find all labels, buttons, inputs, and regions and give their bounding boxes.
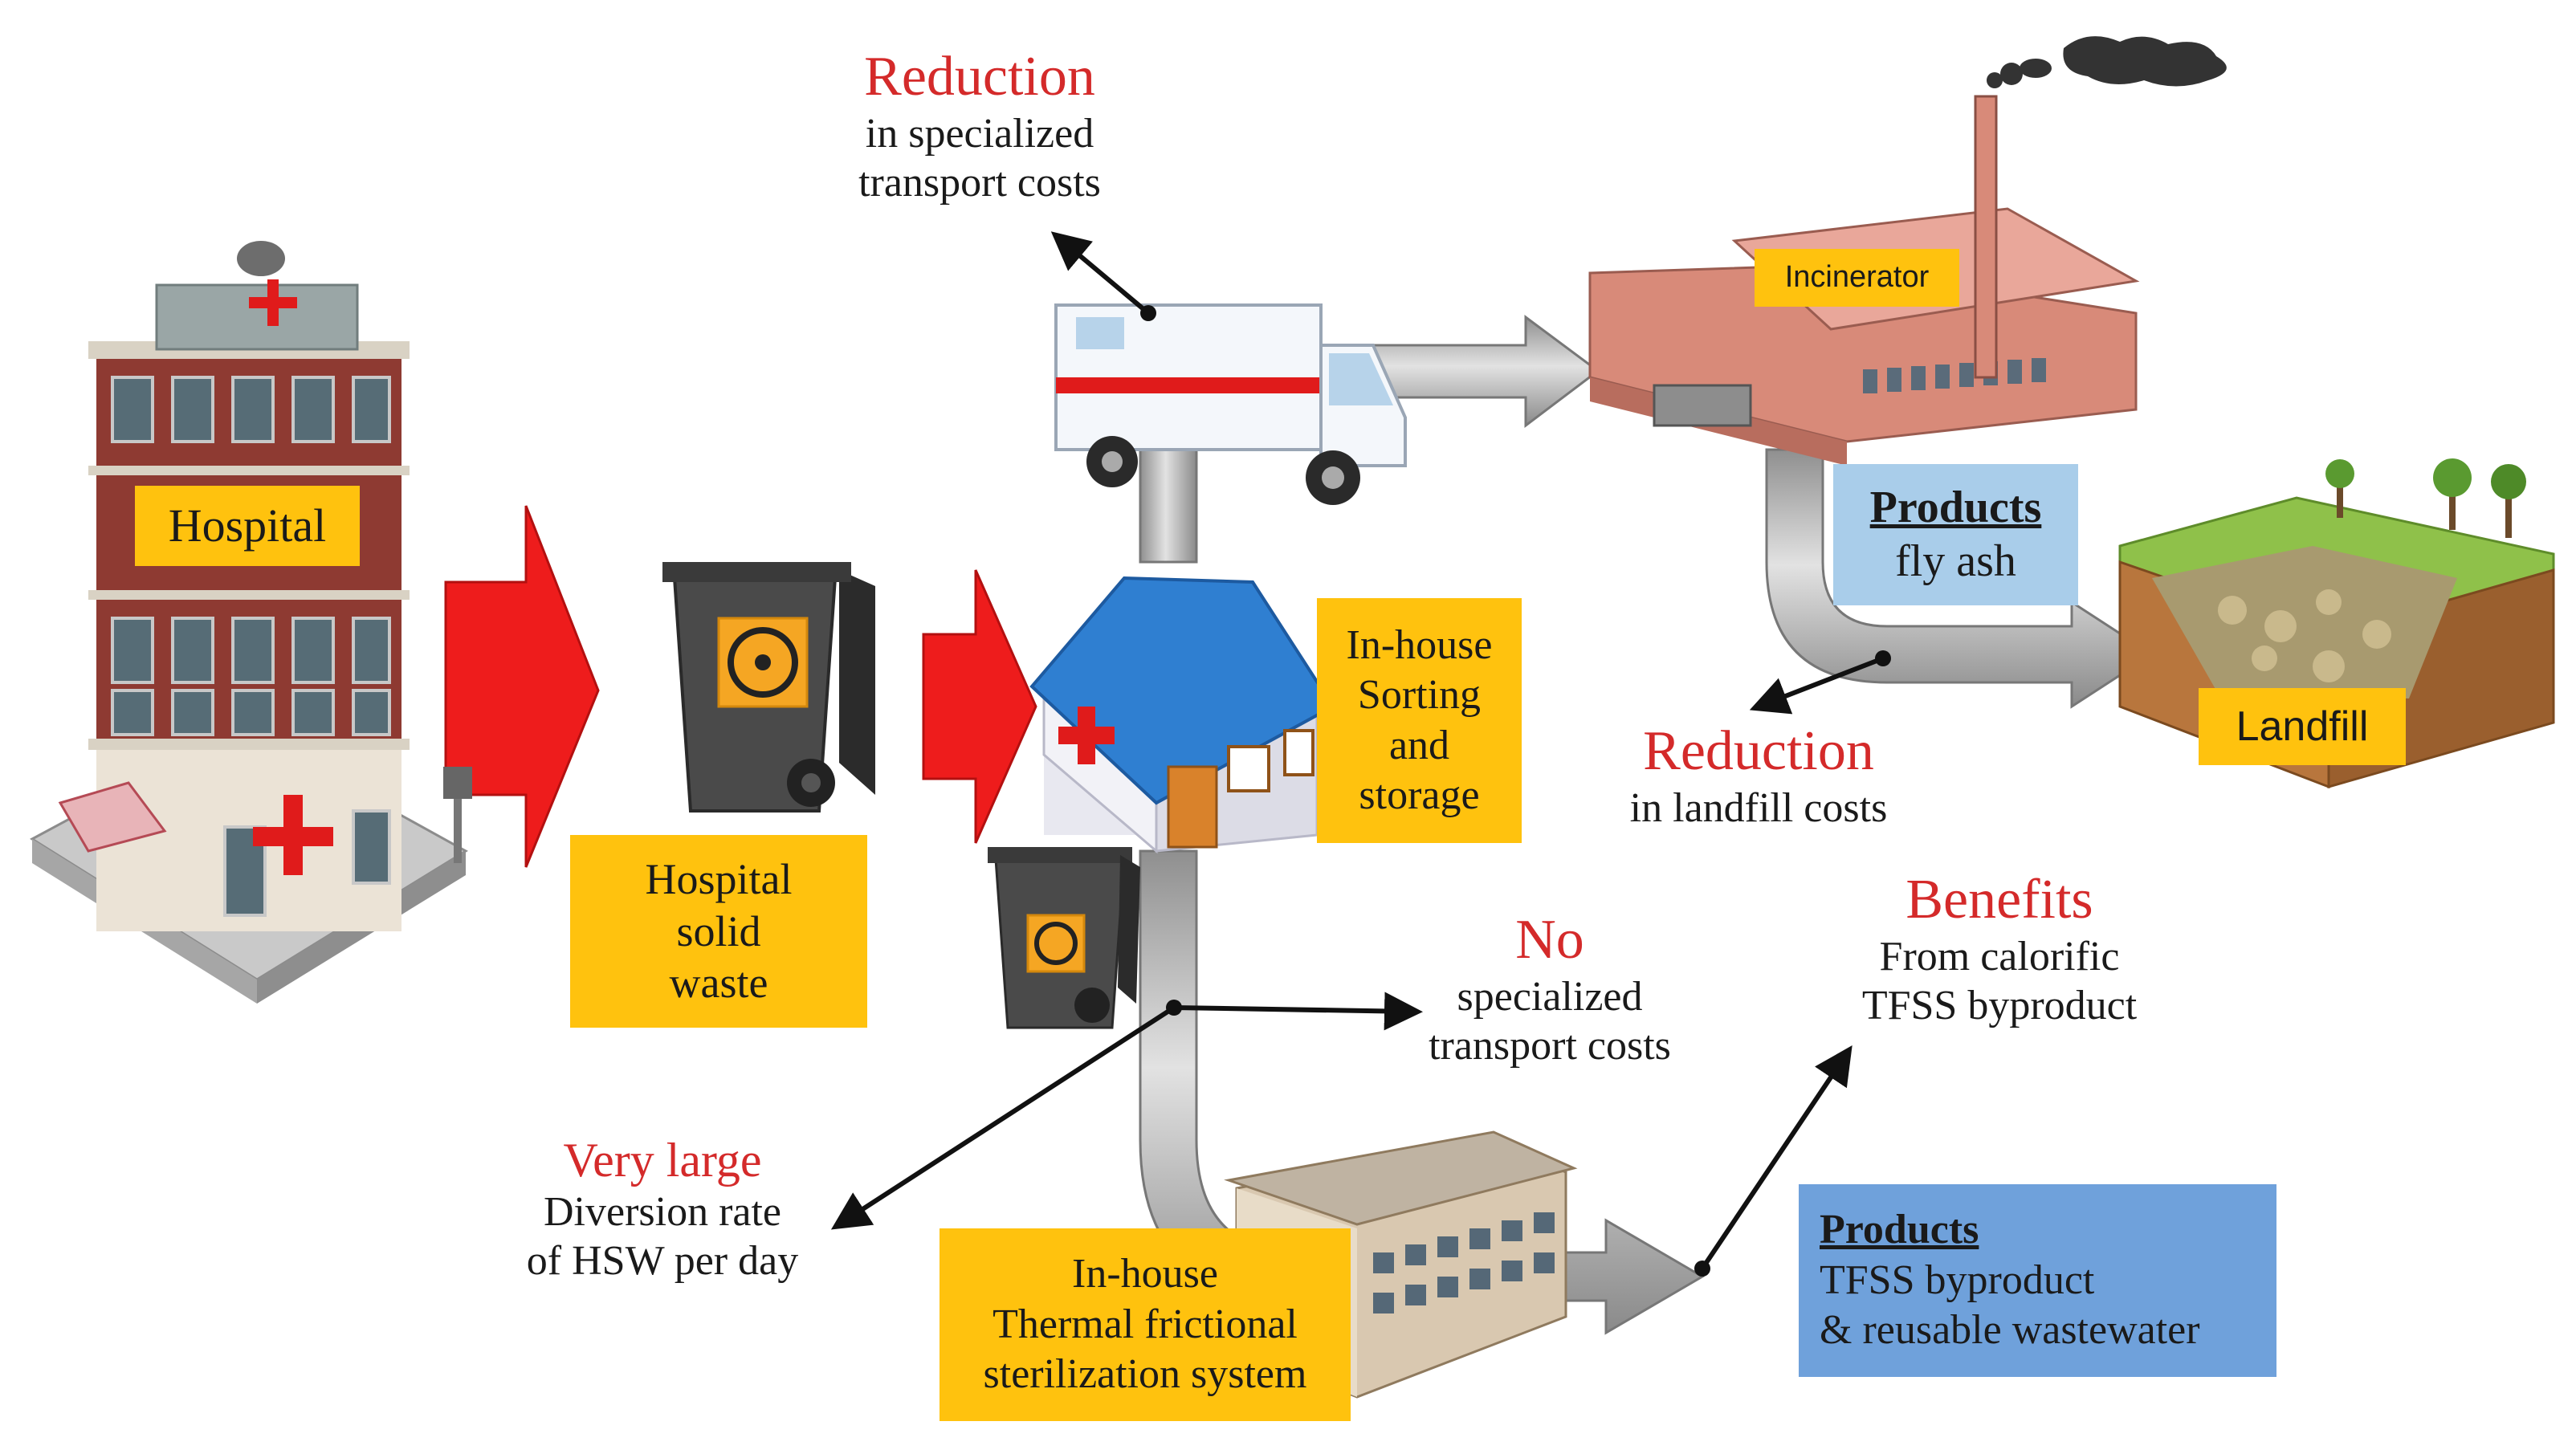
- note-no-transport-line-1: specialized: [1457, 973, 1643, 1020]
- hospital-label-text: Hospital: [168, 499, 327, 552]
- sorting-house-illustration: [1029, 576, 1335, 854]
- red-arrow-hospital-to-bin: [444, 505, 600, 868]
- transport-truck-illustration: [1054, 303, 1407, 505]
- tfss-system-label: In-house Thermal frictional sterilizatio…: [940, 1228, 1351, 1421]
- sorting-storage-label: In-house Sorting and storage: [1317, 598, 1522, 843]
- note-transport-line-2: transport costs: [858, 159, 1101, 206]
- sorting-line-3: and: [1388, 722, 1450, 768]
- hospital-building-illustration: [30, 241, 472, 1004]
- arrow-pipe-to-no-transport-note: [1173, 992, 1423, 1031]
- note-transport-head: Reduction: [864, 46, 1095, 108]
- hospital-label: Hospital: [135, 486, 360, 566]
- biohazard-bin-small-illustration: [988, 847, 1140, 1029]
- products-tfss-line-2: & reusable wastewater: [1820, 1307, 2200, 1354]
- note-no-transport-head: No: [1515, 909, 1584, 971]
- note-benefits: Benefits From calorific TFSS byproduct: [1807, 867, 2192, 1031]
- note-no-transport: No specialized transport costs: [1365, 907, 1734, 1071]
- sorting-line-2: Sorting: [1357, 672, 1482, 719]
- tfss-line-3: sterilization system: [983, 1351, 1307, 1398]
- arrow-dot-truck: [1140, 305, 1156, 321]
- note-landfill-reduction: Reduction in landfill costs: [1574, 719, 1943, 833]
- incinerator-label: Incinerator: [1755, 249, 1959, 307]
- note-landfill-line-1: in landfill costs: [1629, 784, 1888, 831]
- incinerator-label-text: Incinerator: [1784, 260, 1930, 295]
- products-tfss-title: Products: [1820, 1207, 1979, 1253]
- note-no-transport-line-2: transport costs: [1429, 1022, 1671, 1069]
- note-transport-line-1: in specialized: [865, 110, 1094, 157]
- products-fly-ash-title: Products: [1869, 482, 2042, 532]
- landfill-label: Landfill: [2199, 688, 2406, 765]
- note-diversion-rate: Very large Diversion rate of HSW per day: [470, 1132, 855, 1286]
- sorting-line-4: storage: [1359, 772, 1480, 818]
- note-transport-reduction: Reduction in specialized transport costs: [771, 44, 1188, 208]
- products-fly-ash-text: fly ash: [1895, 536, 2016, 586]
- hsw-line-1: Hospital: [645, 854, 793, 903]
- note-diversion-line-1: Diversion rate: [543, 1189, 781, 1236]
- pipe-house-to-tfss-arrow: [1139, 849, 1705, 1335]
- arrow-pipe-to-diversion-note: [830, 1005, 1176, 1230]
- products-fly-ash-box: Products fly ash: [1833, 464, 2078, 605]
- note-landfill-head: Reduction: [1643, 720, 1874, 782]
- products-tfss-line-1: TFSS byproduct: [1820, 1256, 2095, 1303]
- arrow-dot-products: [1694, 1261, 1710, 1277]
- hsw-line-3: waste: [669, 959, 768, 1008]
- note-benefits-line-2: TFSS byproduct: [1861, 982, 2138, 1028]
- biohazard-bin-large-illustration: [662, 562, 875, 813]
- red-arrow-bin-to-house: [922, 569, 1037, 844]
- hospital-solid-waste-label: Hospital solid waste: [570, 835, 867, 1028]
- note-benefits-head: Benefits: [1906, 869, 2093, 931]
- arrow-dot-tfss-pipe: [1166, 1000, 1182, 1016]
- products-tfss-box: Products TFSS byproduct & reusable waste…: [1799, 1184, 2276, 1377]
- landfill-label-text: Landfill: [2236, 703, 2369, 750]
- arrow-products-to-benefits-note: [1700, 1045, 1853, 1270]
- arrow-pipe-to-landfill-note: [1749, 656, 1885, 715]
- note-benefits-line-1: From calorific: [1879, 933, 2120, 980]
- note-diversion-head: Very large: [563, 1134, 762, 1187]
- tfss-line-1: In-house: [1072, 1251, 1218, 1297]
- tfss-line-2: Thermal frictional: [992, 1301, 1298, 1347]
- arrow-truck-to-transport-note: [1050, 231, 1150, 316]
- connector-arrows: [830, 231, 1885, 1270]
- pipe-incinerator-to-landfill-arrow: [1765, 448, 2154, 709]
- arrow-dot-landfill-pipe: [1875, 650, 1891, 666]
- sorting-line-1: In-house: [1346, 621, 1493, 668]
- note-diversion-line-2: of HSW per day: [526, 1238, 799, 1285]
- hsw-line-2: solid: [676, 906, 761, 955]
